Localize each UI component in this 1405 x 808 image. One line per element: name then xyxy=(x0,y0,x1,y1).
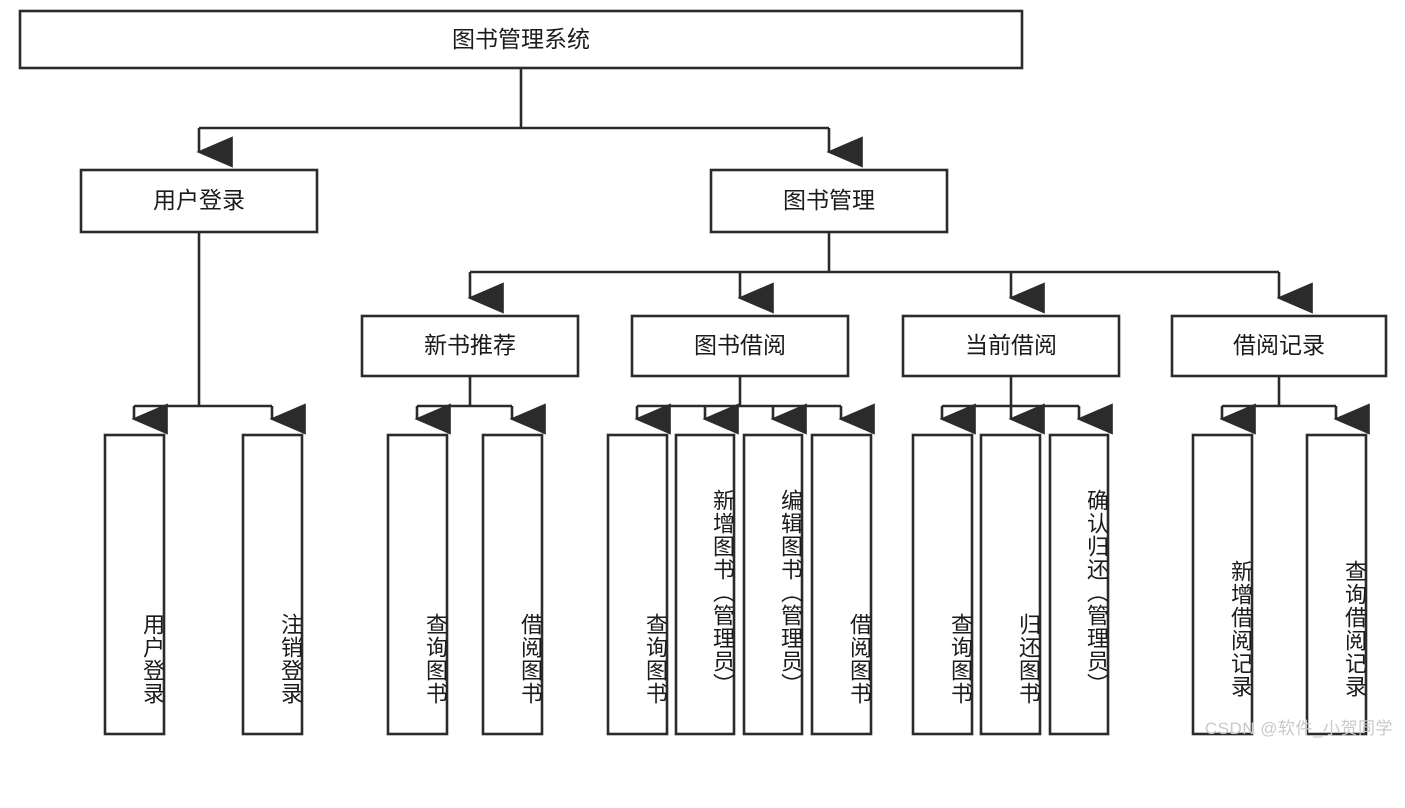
leaf-box-edit-book-admin[interactable] xyxy=(742,433,804,736)
leaf-box-add-book-admin[interactable] xyxy=(674,433,736,736)
node-borrow-record-box xyxy=(1170,314,1388,378)
tree-diagram-svg: 图书管理系统 用户登录 图书管理 xyxy=(18,9,1388,736)
leaf-box-user-login[interactable] xyxy=(103,433,166,736)
leaf-boxes xyxy=(103,433,1368,736)
node-borrow-record[interactable]: 借阅记录 xyxy=(1170,314,1388,378)
flowchart-canvas: 图书管理系统 用户登录 图书管理 xyxy=(18,9,1393,738)
node-root[interactable]: 图书管理系统 xyxy=(18,9,1024,70)
node-book-management[interactable]: 图书管理 xyxy=(709,168,949,234)
node-user-login[interactable]: 用户登录 xyxy=(79,168,319,234)
node-root-label: 图书管理系统 xyxy=(452,26,590,52)
leaf-box-query-book-rec[interactable] xyxy=(386,433,449,736)
leaf-box-return-book[interactable] xyxy=(979,433,1042,736)
leaf-box-add-borrow-record[interactable] xyxy=(1191,433,1254,736)
node-book-management-box xyxy=(709,168,949,234)
node-book-borrow-label: 图书借阅 xyxy=(694,332,786,358)
node-current-borrow-label: 当前借阅 xyxy=(965,332,1057,358)
edges-new-book-recommend-to-leaves xyxy=(414,376,546,435)
leaf-box-logout-login[interactable] xyxy=(241,433,304,736)
node-current-borrow[interactable]: 当前借阅 xyxy=(901,314,1121,378)
node-new-book-recommend[interactable]: 新书推荐 xyxy=(360,314,580,378)
node-new-book-recommend-box xyxy=(360,314,580,378)
edges-root-to-level1 xyxy=(196,68,863,168)
node-new-book-recommend-label: 新书推荐 xyxy=(424,332,516,358)
edges-borrow-record-to-leaves xyxy=(1219,376,1370,435)
leaf-box-query-book-current[interactable] xyxy=(911,433,974,736)
node-book-management-label: 图书管理 xyxy=(783,187,875,213)
node-borrow-record-label: 借阅记录 xyxy=(1233,332,1325,358)
node-current-borrow-box xyxy=(901,314,1121,378)
edges-book-borrow-to-leaves xyxy=(634,376,875,435)
node-user-login-label: 用户登录 xyxy=(153,187,245,213)
edges-book-management-to-level2 xyxy=(467,232,1313,314)
node-root-box xyxy=(18,9,1024,70)
edges-current-borrow-to-leaves xyxy=(939,376,1113,435)
leaf-box-confirm-return-admin[interactable] xyxy=(1048,433,1110,736)
leaf-box-query-book-borrow[interactable] xyxy=(606,433,669,736)
node-book-borrow-box xyxy=(630,314,850,378)
edges-user-login-to-leaves xyxy=(131,232,306,435)
csdn-watermark: CSDN @软件_小贺同学 xyxy=(1204,719,1393,738)
leaf-box-borrow-book[interactable] xyxy=(810,433,873,736)
leaf-box-query-borrow-record[interactable] xyxy=(1305,433,1368,736)
leaf-box-borrow-book-rec[interactable] xyxy=(481,433,544,736)
node-book-borrow[interactable]: 图书借阅 xyxy=(630,314,850,378)
